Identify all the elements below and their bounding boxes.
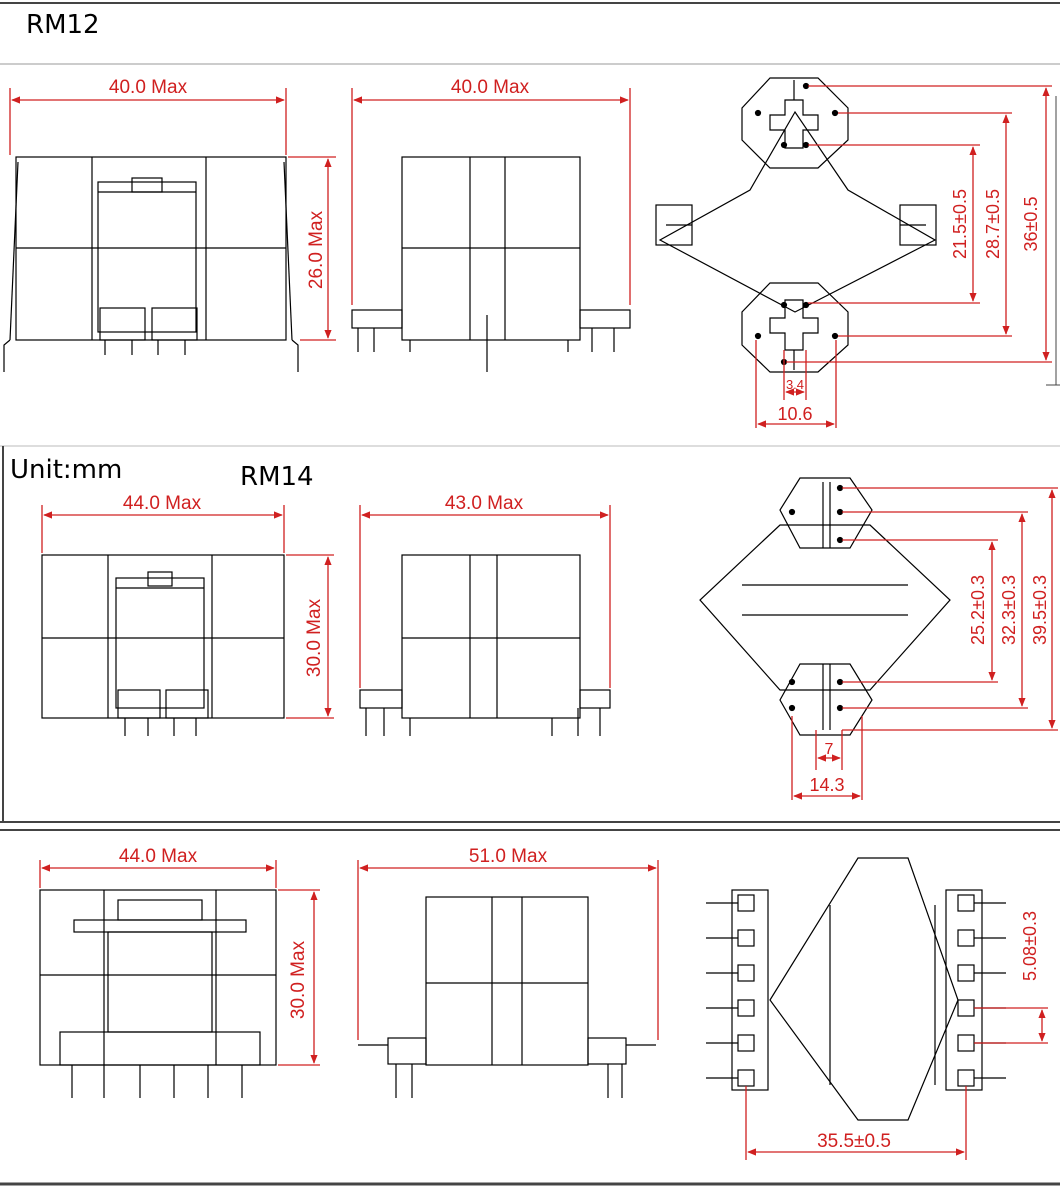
rm12-front-view [3,156,299,372]
panel3-row-spacing-label: 35.5±0.5 [817,1131,891,1152]
unit-label: Unit:mm [10,455,123,485]
rm12-pin-dim-middle: 28.7±0.5 [983,189,1003,259]
rm14-title: RM14 [240,462,314,492]
panel3-height-label: 30.0 Max [288,940,309,1019]
rm12-pitch-small-label: 3.4 [786,377,804,392]
rm12-pitch-span-label: 10.6 [777,404,812,424]
rm12-side-view [351,156,631,372]
panel3-side-view [358,896,656,1098]
rm14-pin-dim-outer: 39.5±0.3 [1030,575,1050,645]
rm14-height-label: 30.0 Max [304,598,325,677]
rm12-pin-dim-inner: 21.5±0.5 [950,189,970,259]
rm12-pin-layout [655,77,937,373]
rm12-front-width-label: 40.0 Max [109,77,188,98]
rm14-pitch-small-label: 7 [825,741,834,758]
rm14-dimensions [41,487,1058,800]
rm14-pitch-span-label: 14.3 [809,775,844,795]
rm14-side-view [359,554,611,736]
panel3-front-width-label: 44.0 Max [119,846,198,867]
rm14-pin-dim-inner: 25.2±0.3 [968,575,988,645]
rm14-pin-dim-middle: 32.3±0.3 [999,575,1019,645]
panel3-dimensions [39,860,1048,1160]
rm14-front-view [41,554,285,736]
panel3-pin-layout [706,857,1006,1121]
panel3-front-view [39,889,277,1098]
rm12-height-label: 26.0 Max [306,210,327,289]
panel3-side-width-label: 51.0 Max [469,846,548,867]
rm14-side-width-label: 43.0 Max [445,493,524,514]
rm14-pin-layout [699,477,951,736]
rm12-pin-dim-outer: 36±0.5 [1021,197,1041,252]
rm12-title: RM12 [26,10,100,40]
rm14-dimension-labels: 44.0 Max 43.0 Max 30.0 Max 25.2±0.3 32.3… [123,493,1050,795]
rm12-dimension-labels: 40.0 Max 40.0 Max 26.0 Max 21.5±0.5 28.7… [109,77,1041,424]
rm12-side-width-label: 40.0 Max [451,77,530,98]
rm12-dimensions [9,85,1052,428]
rm14-front-width-label: 44.0 Max [123,493,202,514]
panel3-dimension-labels: 44.0 Max 51.0 Max 30.0 Max 5.08±0.3 35.5… [119,846,1040,1152]
panel3-pin-pitch-label: 5.08±0.3 [1020,911,1040,981]
panel3-left-pins [706,894,755,1087]
